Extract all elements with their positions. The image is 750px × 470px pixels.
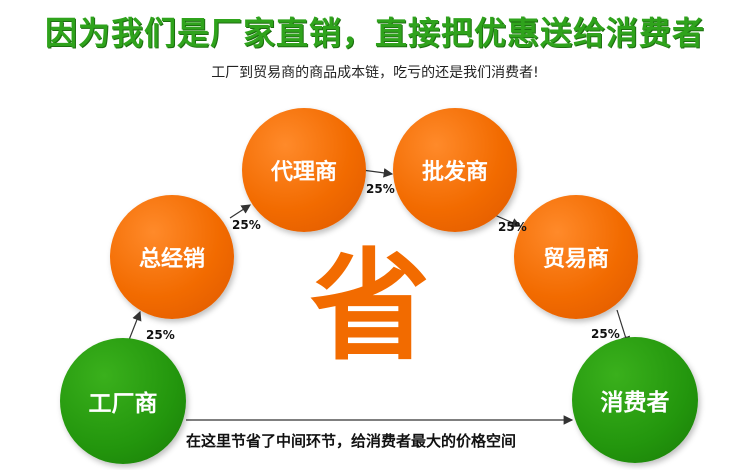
node-agent-label: 代理商 — [270, 160, 337, 185]
node-general-distributor: 总经销 — [110, 195, 234, 319]
node-consumer-label: 消费者 — [600, 390, 670, 416]
node-trader: 贸易商 — [514, 195, 638, 319]
headline: 因为我们是厂家直销，直接把优惠送给消费者 — [44, 14, 705, 52]
pct-general-to-agent: 25% — [232, 218, 261, 232]
center-save-char: 省 — [310, 238, 430, 377]
arrow-general-to-agent — [229, 204, 252, 219]
node-agent: 代理商 — [242, 108, 366, 232]
node-wholesaler-label: 批发商 — [421, 160, 488, 185]
pct-trader-to-consumer: 25% — [591, 327, 620, 341]
node-consumer: 消费者 — [572, 337, 698, 463]
pct-wholesaler-to-trader: 25% — [498, 220, 527, 234]
subline: 工厂到贸易商的商品成本链，吃亏的还是我们消费者! — [211, 65, 539, 81]
pct-agent-to-wholesaler: 25% — [366, 182, 395, 196]
arrow-agent-to-wholesaler — [361, 168, 394, 178]
bottom-caption: 在这里节省了中间环节，给消费者最大的价格空间 — [186, 432, 517, 450]
node-factory-label: 工厂商 — [88, 391, 158, 417]
pct-factory-to-general: 25% — [146, 328, 175, 342]
node-general-distributor-label: 总经销 — [138, 247, 205, 272]
node-wholesaler: 批发商 — [393, 108, 517, 232]
node-factory: 工厂商 — [60, 338, 186, 464]
node-trader-label: 贸易商 — [542, 247, 609, 272]
